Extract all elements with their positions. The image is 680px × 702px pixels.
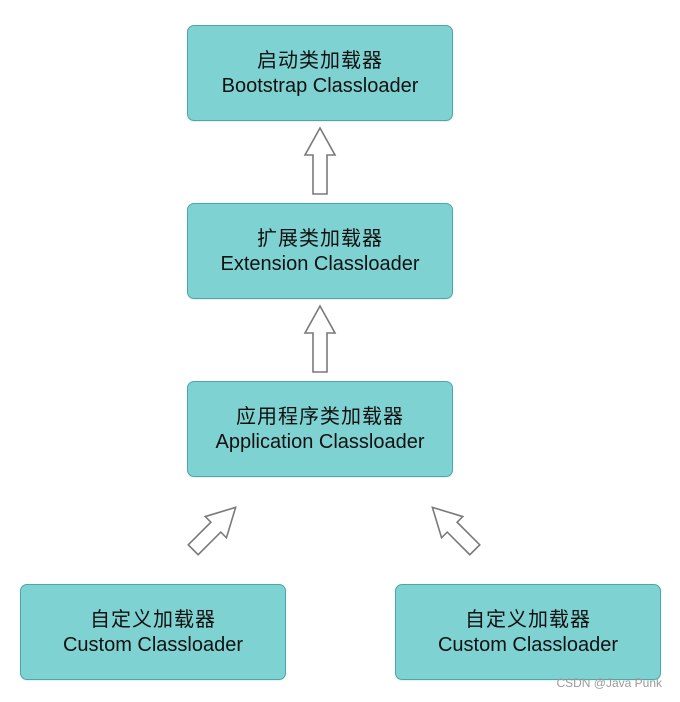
custom-right-cn-label: 自定义加载器	[465, 607, 591, 631]
custom-left-cn-label: 自定义加载器	[90, 607, 216, 631]
bootstrap-classloader-node: 启动类加载器 Bootstrap Classloader	[187, 25, 453, 121]
custom-left-en-label: Custom Classloader	[62, 634, 244, 656]
custom-classloader-node-right: 自定义加载器 Custom Classloader	[395, 584, 661, 680]
extension-cn-label: 扩展类加载器	[257, 226, 383, 250]
application-classloader-node: 应用程序类加载器 Application Classloader	[187, 381, 453, 477]
application-en-label: Application Classloader	[215, 431, 425, 453]
application-cn-label: 应用程序类加载器	[236, 404, 404, 428]
custom-right-en-label: Custom Classloader	[437, 634, 619, 656]
arrow-application-to-extension	[303, 304, 337, 373]
arrow-custom-left-to-application	[187, 506, 237, 556]
arrow-extension-to-bootstrap	[303, 126, 337, 195]
extension-classloader-node: 扩展类加载器 Extension Classloader	[187, 203, 453, 299]
watermark-text: CSDN @Java Punk	[556, 676, 662, 690]
arrow-custom-right-to-application	[431, 506, 481, 556]
bootstrap-en-label: Bootstrap Classloader	[221, 75, 419, 97]
extension-en-label: Extension Classloader	[220, 253, 420, 275]
bootstrap-cn-label: 启动类加载器	[257, 48, 383, 72]
custom-classloader-node-left: 自定义加载器 Custom Classloader	[20, 584, 286, 680]
